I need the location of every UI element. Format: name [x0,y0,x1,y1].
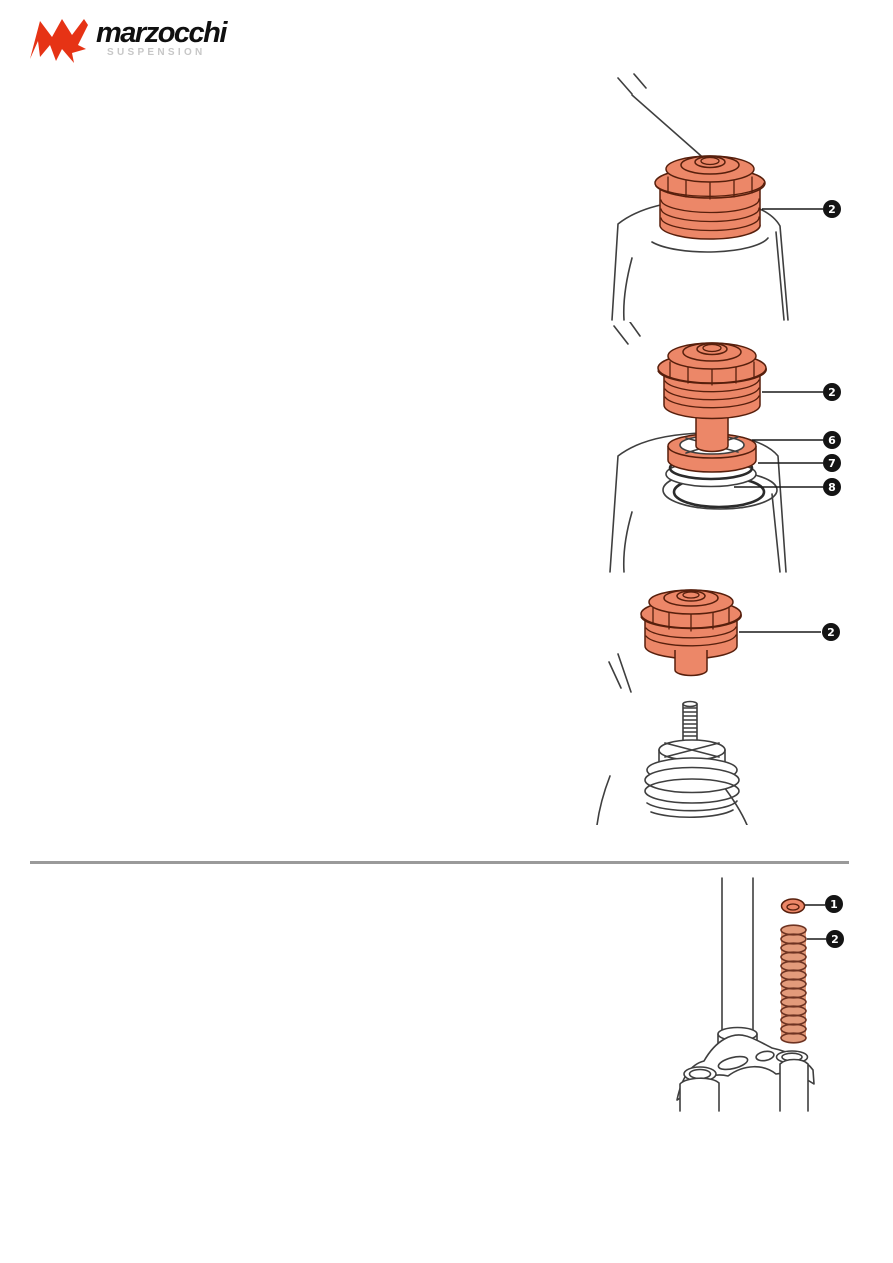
leader-lines [805,904,826,940]
marzocchi-logo: marzocchi SUSPENSION [28,12,288,67]
top-cap [657,342,767,420]
callout-label: 8 [828,480,836,494]
brand-tagline: SUSPENSION [107,47,206,58]
cartridge-top [644,739,740,794]
preload-cap [780,898,806,914]
top-cap [640,589,742,677]
fork-crown-outline [596,653,748,826]
callout-label: 2 [831,932,839,946]
coil-spring [780,924,807,1044]
left-stanchion [679,1077,720,1112]
figure-top-cap-installed [608,70,833,331]
callout-label: 2 [827,625,835,639]
crown-collar-line [651,237,769,253]
steerer-tube [717,877,758,1054]
steerer-tube-outline [613,321,641,345]
callout-2: 2 [822,623,840,641]
cap-stem [695,414,729,453]
callout-label: 7 [828,456,836,470]
steerer-tube-outline [617,73,709,163]
coil-spring-top [644,778,740,819]
leader-lines [734,391,823,488]
callout-label: 1 [830,897,838,911]
marzocchi-mark-icon [30,19,88,63]
callout-label: 2 [828,385,836,399]
callout-2: 2 [823,383,841,401]
section-divider [30,861,849,864]
figure-crown-spring [670,870,835,1121]
right-stanchion [779,1058,809,1112]
cartridge-rod [682,700,698,744]
callout-2: 2 [823,200,841,218]
callout-label: 2 [828,202,836,216]
callout-label: 6 [828,433,836,447]
figure-top-cap-exploded [608,321,833,580]
figure-top-cap-removed [595,580,835,830]
brand-name: marzocchi [96,17,227,49]
callout-2: 2 [826,930,844,948]
fork-crown [676,1034,815,1112]
cap-hex-nub [674,650,708,677]
callout-1: 1 [825,895,843,913]
callout-8: 8 [823,478,841,496]
callout-6: 6 [823,431,841,449]
callout-7: 7 [823,454,841,472]
top-cap [654,155,766,240]
